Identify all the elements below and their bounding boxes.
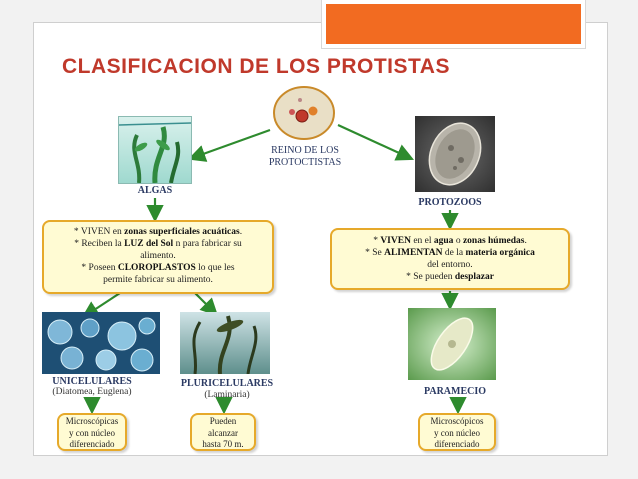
pluricelulares-examples: (Laminaria) (172, 390, 282, 401)
protozoos-line-4: * Se pueden desplazar (332, 271, 568, 283)
algas-line-4: * Poseen CLOROPLASTOS lo que les (44, 262, 272, 274)
algas-image (118, 116, 192, 184)
protozoos-line-2: * Se ALIMENTAN de la materia orgánica (332, 247, 568, 259)
algas-line-2: * Reciben la LUZ del Sol n para fabricar… (44, 238, 272, 250)
unicelulares-examples: (Diatomea, Euglena) (42, 387, 142, 398)
protozoos-description-box: * VIVEN en el agua o zonas húmedas. * Se… (330, 228, 570, 290)
algas-line-5: permite fabricar su alimento. (44, 274, 272, 286)
protozoos-line-1: * VIVEN en el agua o zonas húmedas. (332, 235, 568, 247)
unicelulares-box: Microscópicas y con núcleo diferenciado (57, 413, 127, 451)
protozoos-image (415, 116, 495, 192)
pluricelulares-box: Pueden alcanzar hasta 70 m. (190, 413, 256, 451)
protoctist-cell-image (270, 82, 338, 144)
arrow-to-pluri (195, 293, 215, 313)
paramecio-image (408, 308, 496, 380)
protozoos-label: PROTOZOOS (410, 197, 490, 209)
algas-label: ALGAS (125, 185, 185, 197)
pluricelulares-label: PLURICELULARES (172, 378, 282, 390)
pluricelulares-image (180, 312, 270, 374)
algas-description-box: * VIVEN en zonas superficiales acuáticas… (42, 220, 274, 294)
center-label: REINO DE LOS PROTOCTISTAS (255, 145, 355, 169)
unicelulares-image (42, 312, 160, 374)
paramecio-box: Microscópicos y con núcleo diferenciado (418, 413, 496, 451)
algas-line-1: * VIVEN en zonas superficiales acuáticas… (44, 226, 272, 238)
protozoos-line-3: del entorno. (332, 259, 568, 271)
paramecio-label: PARAMECIO (415, 386, 495, 398)
algas-line-3: alimento. (44, 250, 272, 262)
